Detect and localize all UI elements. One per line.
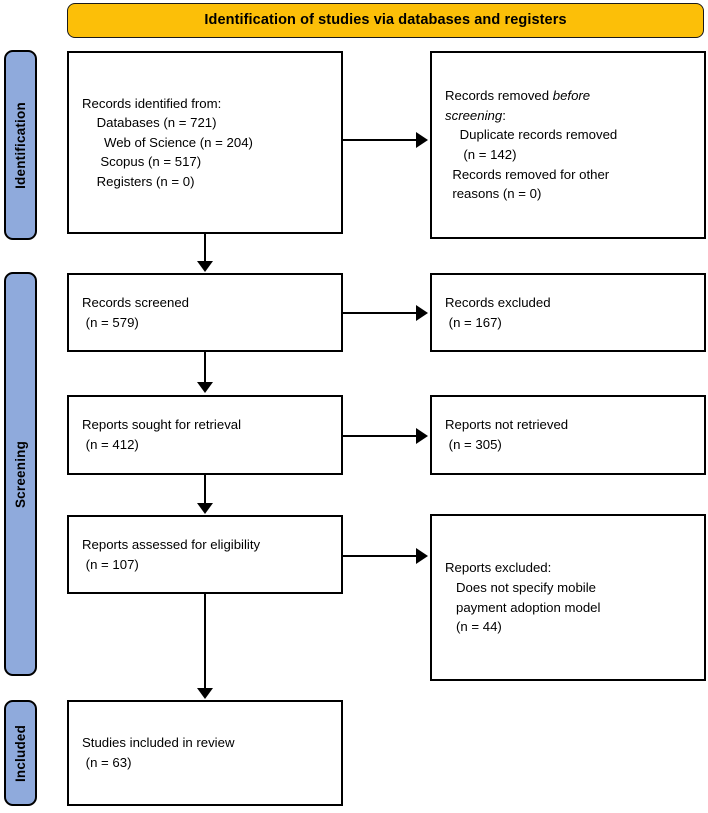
box-records-identified: Records identified from: Databases (n = … (67, 51, 343, 234)
arrowhead-right-icon-to-removed (416, 132, 428, 148)
stage-bar-screening: Screening (4, 272, 37, 676)
stage-label-included: Included (13, 724, 29, 782)
stage-label-identification: Identification (13, 101, 28, 189)
arrowhead-right-icon-to-reports-excluded (416, 548, 428, 564)
arrowhead-down-icon-to-sought (197, 382, 213, 393)
box-reports-assessed-text: Reports assessed for eligibility (n = 10… (82, 536, 261, 572)
box-records-screened-text: Records screened (n = 579) (82, 294, 190, 330)
box-reports-excluded: Reports excluded: Does not specify mobil… (430, 514, 706, 681)
connector-line-assessed-to-included (204, 594, 206, 689)
connector-line-assessed-to-reports-excluded (343, 555, 417, 557)
banner-title: Identification of studies via databases … (204, 12, 567, 29)
arrowhead-down-icon-to-included (197, 688, 213, 699)
stage-bar-identification: Identification (4, 50, 37, 240)
connector-line-sought-to-not-retrieved (343, 435, 417, 437)
removed-text-part1: Records removed (445, 88, 553, 104)
box-records-identified-text: Records identified from: Databases (n = … (82, 95, 253, 189)
arrowhead-down-icon-to-screened (197, 261, 213, 272)
arrowhead-right-icon-to-records-excluded (416, 305, 428, 321)
connector-line-screened-to-records-excluded (343, 312, 417, 314)
removed-text-italic-before: before (552, 88, 591, 104)
connector-line-identified-to-removed (343, 139, 417, 141)
box-records-removed-before-screening-text: Records removed before screening: Duplic… (432, 86, 625, 204)
connector-line-identified-to-screened (204, 234, 206, 262)
stage-label-screening: Screening (13, 440, 29, 508)
removed-text-italic-screening: screening (445, 107, 503, 123)
banner-identification-databases-registers: Identification of studies via databases … (67, 3, 704, 38)
box-reports-not-retrieved: Reports not retrieved (n = 305) (430, 395, 706, 475)
arrowhead-right-icon-to-not-retrieved (416, 428, 428, 444)
removed-text-part3: : Duplicate records removed (n = 142) Re… (452, 107, 618, 202)
box-records-excluded: Records excluded (n = 167) (430, 273, 706, 352)
box-records-excluded-text: Records excluded (n = 167) (445, 294, 551, 330)
box-studies-included-in-review: Studies included in review (n = 63) (67, 700, 343, 806)
box-reports-excluded-text: Reports excluded: Does not specify mobil… (445, 560, 601, 635)
box-records-screened: Records screened (n = 579) (67, 273, 343, 352)
box-reports-assessed-for-eligibility: Reports assessed for eligibility (n = 10… (67, 515, 343, 594)
box-reports-sought-text: Reports sought for retrieval (n = 412) (82, 417, 242, 452)
arrowhead-down-icon-to-assessed (197, 503, 213, 514)
box-records-removed-before-screening: Records removed before screening: Duplic… (430, 51, 706, 239)
box-reports-not-retrieved-text: Reports not retrieved (n = 305) (445, 417, 569, 452)
box-reports-sought-for-retrieval: Reports sought for retrieval (n = 412) (67, 395, 343, 475)
connector-line-screened-to-sought (204, 352, 206, 383)
box-studies-included-text: Studies included in review (n = 63) (82, 735, 235, 770)
stage-bar-included: Included (4, 700, 37, 806)
connector-line-sought-to-assessed (204, 475, 206, 504)
